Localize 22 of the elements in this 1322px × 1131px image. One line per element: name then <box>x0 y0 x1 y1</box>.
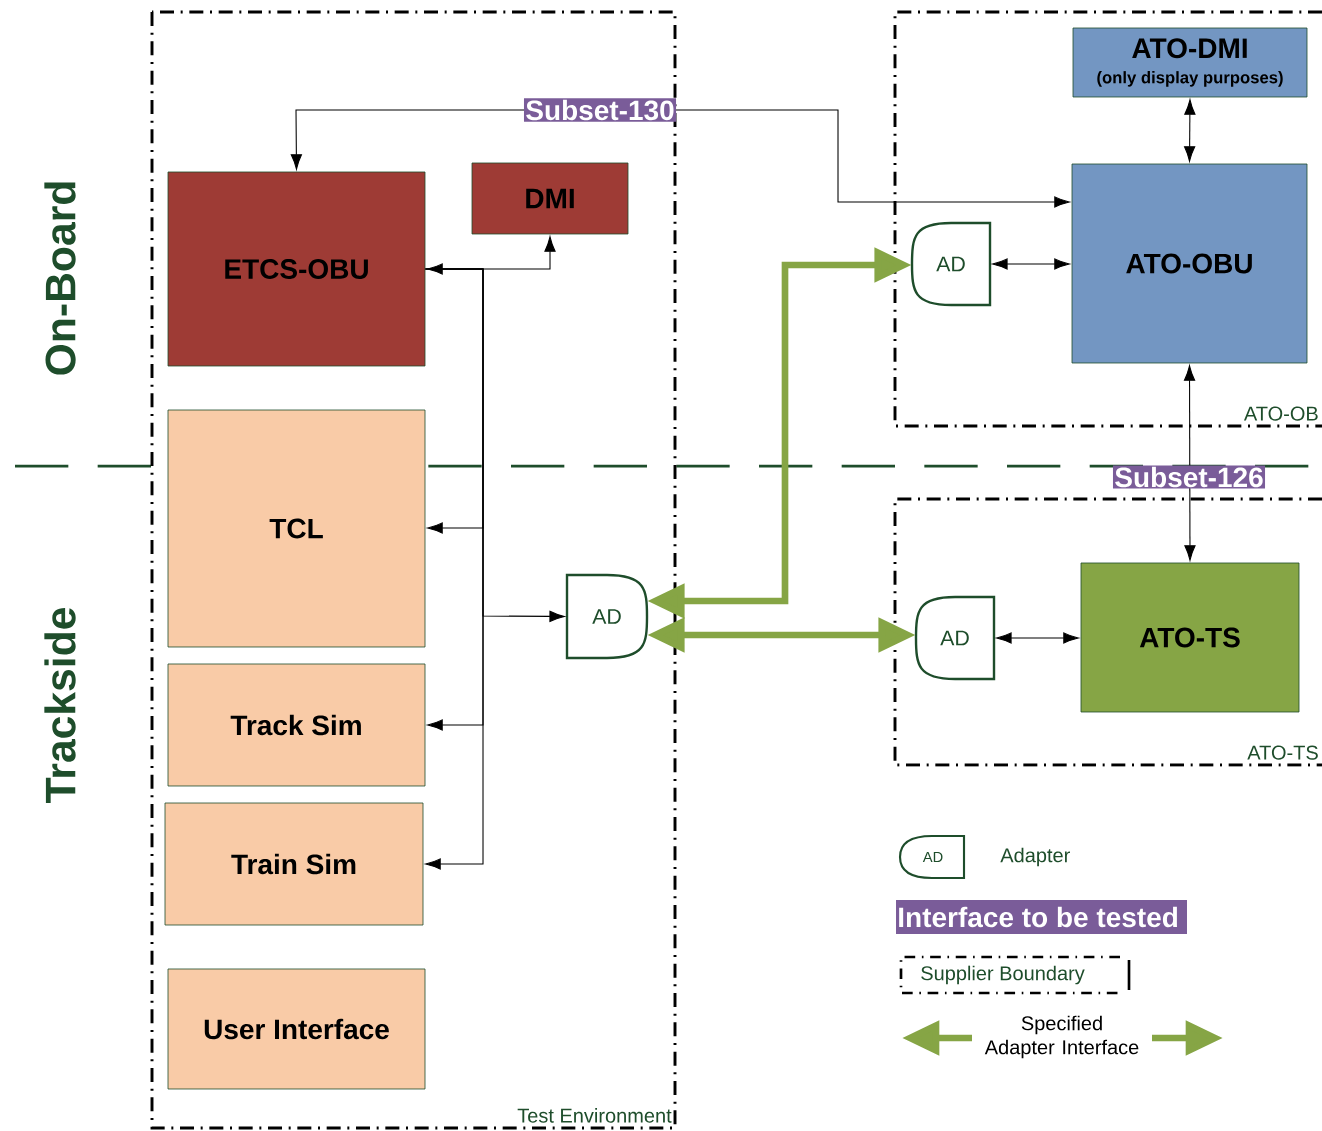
interface-label: Subset-130 <box>524 98 677 122</box>
simulator-box: Track Sim <box>167 663 426 787</box>
connector-arrow <box>424 268 565 623</box>
unit-box: ATO-OBU <box>1071 163 1308 364</box>
unit-box: ATO-TS <box>1080 562 1300 713</box>
unit-box: DMI <box>471 162 629 235</box>
unit-box: ATO-DMI (only display purposes) <box>1072 27 1308 98</box>
connector-arrow <box>1184 99 1196 162</box>
interface-label: Subset-126 <box>1113 465 1266 489</box>
legend-label: Adapter <box>1000 847 1070 867</box>
legend-label: Interface to be tested <box>899 906 1177 928</box>
unit-box: ETCS-OBU <box>167 171 426 367</box>
connector-arrow <box>1183 365 1196 561</box>
legend-label: Specified Adapter Interface <box>984 1015 1139 1059</box>
connector-arrow <box>996 632 1079 644</box>
connector-arrow <box>992 258 1070 270</box>
legend-label: Supplier Boundary <box>921 965 1085 985</box>
section-label: Trackside <box>44 608 76 803</box>
simulator-box: TCL <box>167 409 426 648</box>
section-label: On-Board <box>44 182 76 375</box>
simulator-box: User Interface <box>167 968 426 1090</box>
simulator-box: Train Sim <box>164 802 424 926</box>
